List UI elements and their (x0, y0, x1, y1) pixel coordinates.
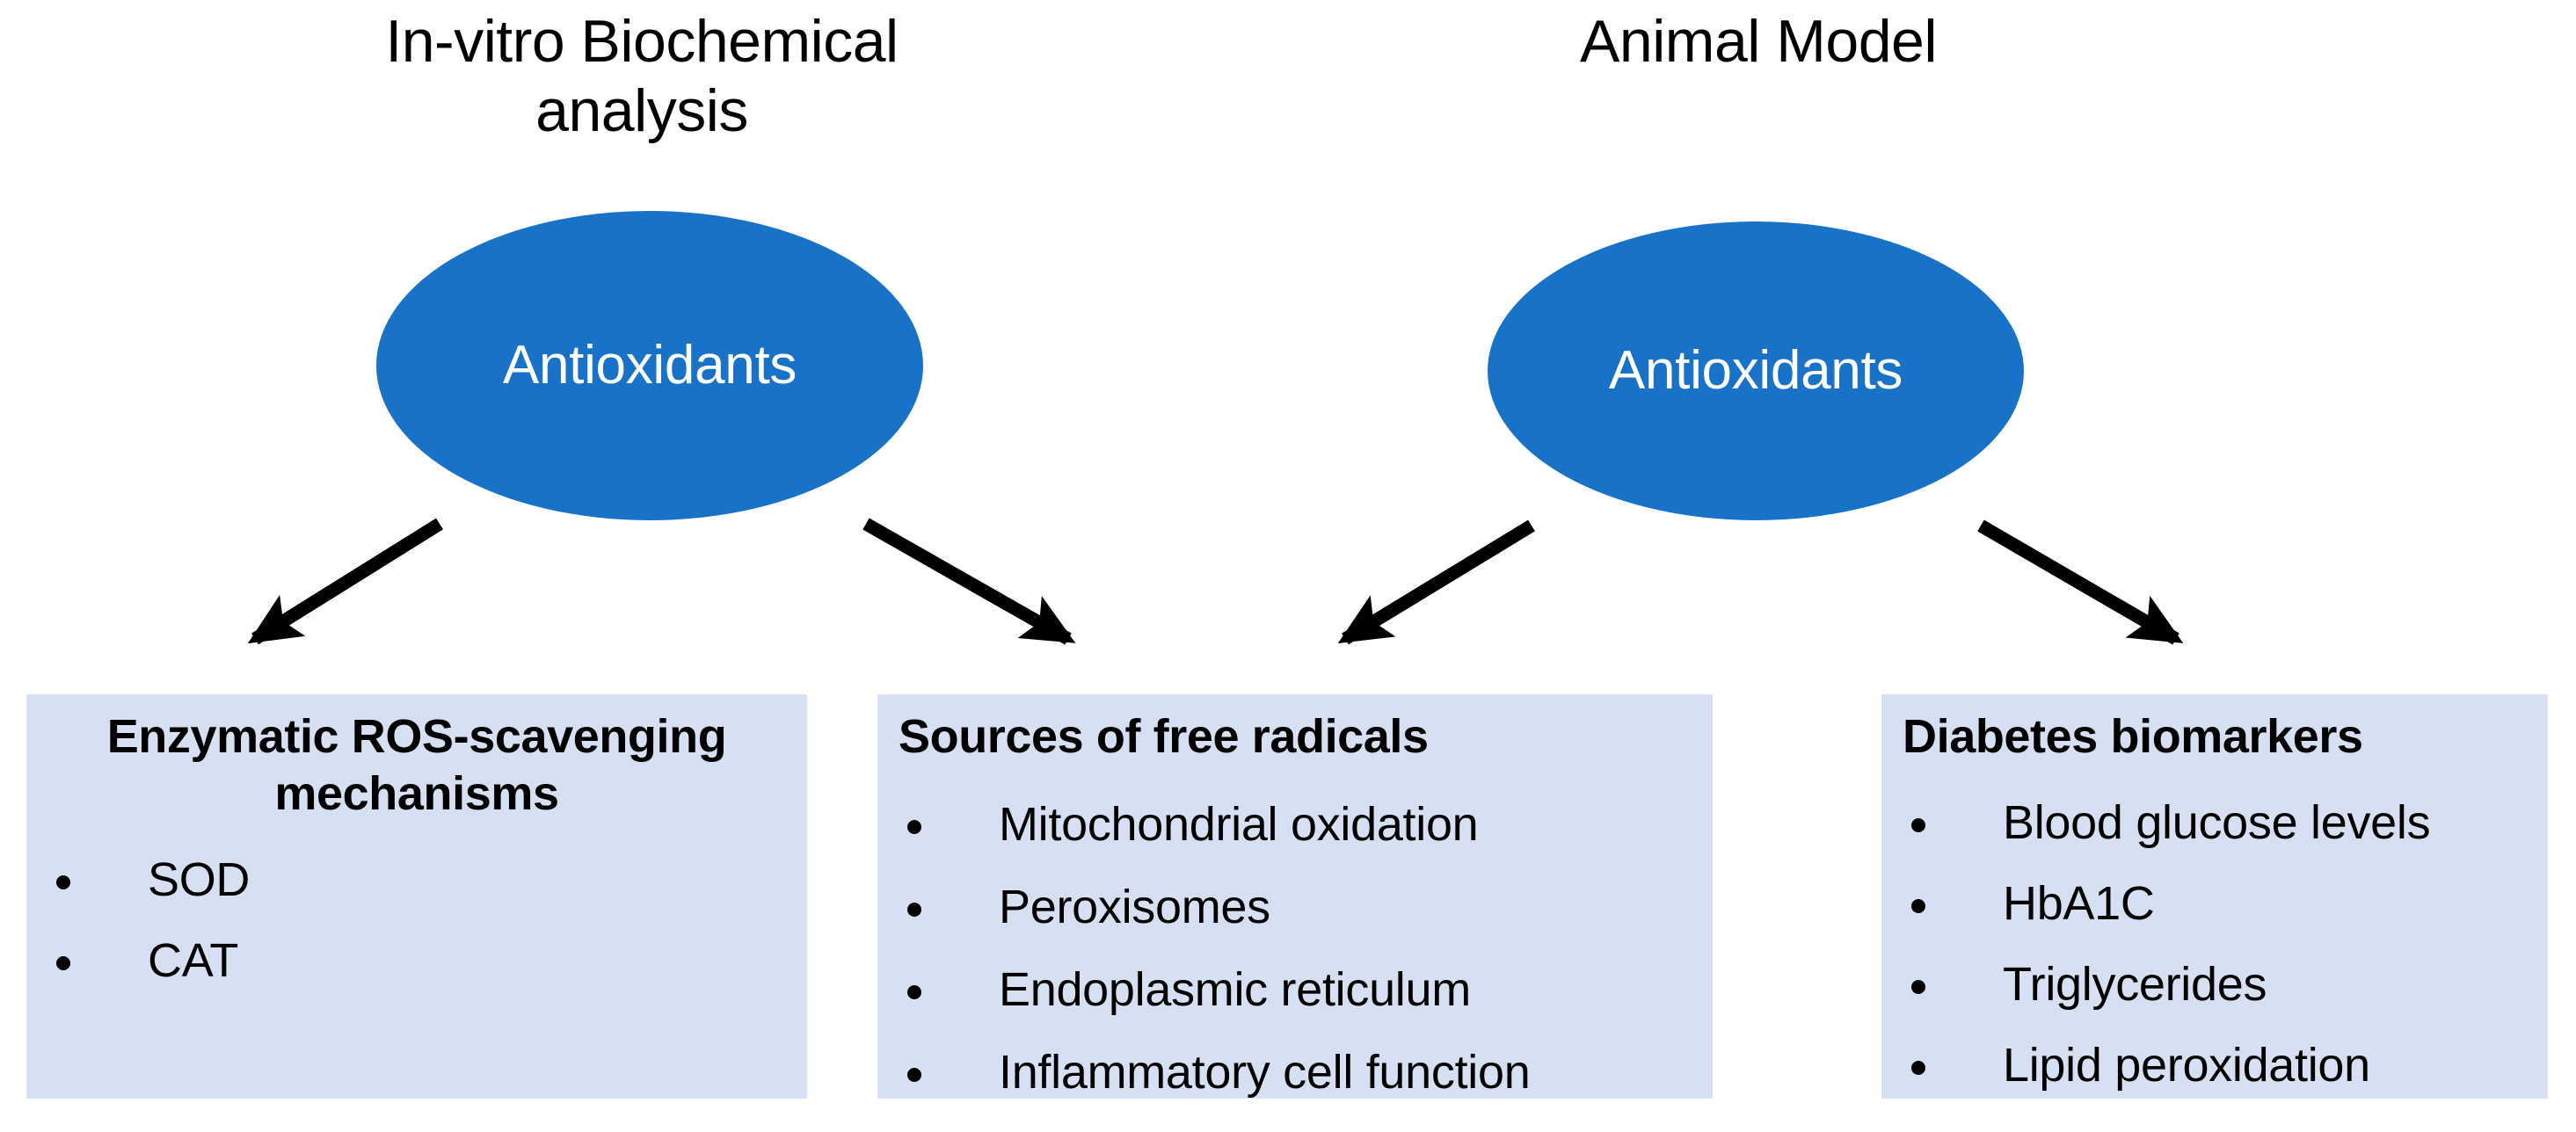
bullet-list: SOD CAT (26, 856, 807, 984)
list-item: Inflammatory cell function (877, 1049, 1713, 1096)
column-title-in-vitro: In-vitro Biochemical analysis (385, 8, 899, 144)
list-item: Lipid peroxidation (1881, 1041, 2548, 1089)
box-heading: Diabetes biomarkers (1903, 710, 2363, 763)
bullet-list: Mitochondrial oxidation Peroxisomes Endo… (877, 801, 1713, 1096)
list-item: Triglycerides (1881, 961, 2548, 1008)
arrow-in-vitro-to-enzymatic (247, 518, 443, 645)
list-item: Endoplasmic reticulum (877, 966, 1713, 1013)
list-item: HbA1C (1881, 880, 2548, 927)
arrow-animal-to-diabetes (1977, 519, 2184, 645)
box-heading: Sources of free radicals (899, 710, 1429, 763)
list-item: Blood glucose levels (1881, 799, 2548, 846)
list-item: Mitochondrial oxidation (877, 801, 1713, 848)
info-box-sources[interactable]: Sources of free radicals Mitochondrial o… (877, 694, 1713, 1099)
list-item: SOD (26, 856, 807, 903)
list-item: CAT (26, 937, 807, 984)
box-heading: Enzymatic ROS-scavenging mechanisms (106, 710, 727, 820)
info-box-enzymatic[interactable]: Enzymatic ROS-scavenging mechanisms SOD … (26, 694, 807, 1099)
list-item: Peroxisomes (877, 883, 1713, 931)
column-title-animal-model: Animal Model (1580, 8, 1937, 75)
bullet-list: Blood glucose levels HbA1C Triglycerides… (1881, 799, 2548, 1089)
info-box-diabetes[interactable]: Diabetes biomarkers Blood glucose levels… (1881, 694, 2548, 1099)
arrow-animal-to-sources (1337, 519, 1535, 645)
arrow-in-vitro-to-sources (862, 518, 1076, 645)
